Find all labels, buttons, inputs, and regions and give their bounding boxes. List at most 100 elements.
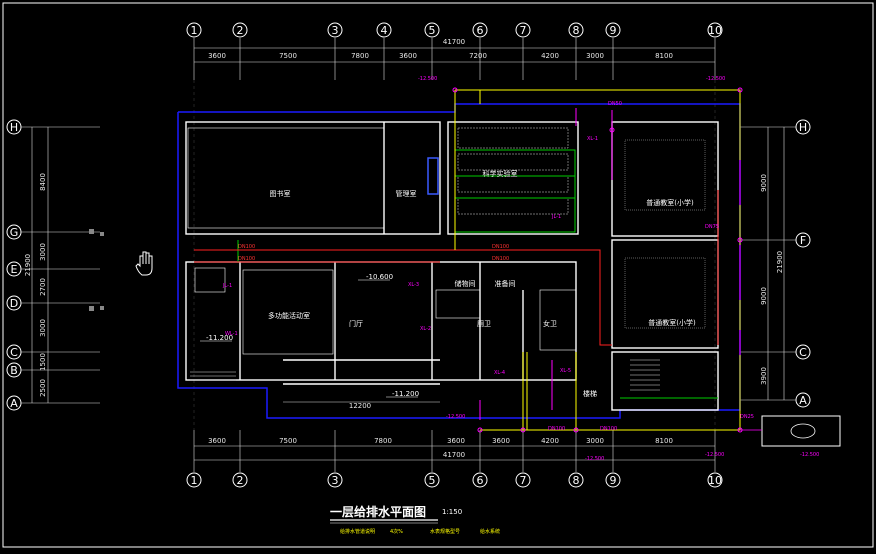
- svg-text:XL-3: XL-3: [408, 282, 419, 288]
- svg-text:-12.500: -12.500: [585, 456, 604, 462]
- svg-text:-12.500: -12.500: [800, 452, 819, 458]
- svg-text:3000: 3000: [39, 319, 47, 337]
- axis-bubble-top-4: 4: [376, 22, 392, 38]
- axis-bubble-bottom-8: 8: [568, 472, 584, 488]
- stairs: [190, 359, 660, 391]
- svg-text:2: 2: [237, 474, 244, 487]
- svg-text:4200: 4200: [541, 52, 559, 60]
- svg-text:D: D: [10, 297, 18, 310]
- svg-text:JL-1: JL-1: [222, 283, 232, 289]
- building-outline: [177, 103, 741, 419]
- axis-bubble-bottom-6: 6: [472, 472, 488, 488]
- left-dimension-texts: 8400 3000 2700 3000 1500 2500 21900: [24, 173, 47, 397]
- svg-text:A: A: [10, 397, 18, 410]
- room-labels: 图书室 管理室 科学实验室 普通教室(小学) 普通教室(小学) 多功能活动室 门…: [268, 169, 696, 398]
- water-supply-pipes: [454, 89, 741, 431]
- svg-text:9: 9: [610, 24, 617, 37]
- svg-text:-12.500: -12.500: [418, 76, 437, 82]
- svg-text:9000: 9000: [760, 287, 768, 305]
- svg-text:3600: 3600: [208, 52, 226, 60]
- svg-text:G: G: [10, 226, 19, 239]
- bottom-total-dimension: 41700: [443, 451, 465, 459]
- riser-markers: [452, 87, 743, 433]
- svg-text:10: 10: [708, 474, 722, 487]
- svg-text:-11.200: -11.200: [392, 390, 419, 398]
- axis-bubble-top-1: 1: [186, 22, 202, 38]
- svg-text:3000: 3000: [586, 437, 604, 445]
- septic-tank: [740, 415, 841, 447]
- svg-text:8100: 8100: [655, 52, 673, 60]
- room-prep: 准备间: [495, 279, 516, 288]
- svg-text:DN100: DN100: [238, 244, 255, 250]
- elevation-marks: -10.600 -11.200 -11.200: [200, 273, 419, 398]
- room-female-wc: 女卫: [543, 319, 557, 328]
- svg-text:-12.500: -12.500: [446, 414, 465, 420]
- bottom-axis-bubbles: 1 2 3 5 6 7 8 9 10: [186, 472, 723, 488]
- svg-text:DN50: DN50: [608, 101, 622, 107]
- bottom-dimension-chain: [193, 430, 716, 472]
- svg-text:7500: 7500: [279, 437, 297, 445]
- svg-text:DN100: DN100: [492, 244, 509, 250]
- svg-text:8400: 8400: [39, 173, 47, 191]
- svg-text:水表规格型号: 水表规格型号: [430, 528, 460, 535]
- svg-text:C: C: [10, 346, 18, 359]
- svg-text:DN100: DN100: [548, 426, 565, 432]
- pan-hand-icon[interactable]: [135, 251, 153, 276]
- room-classroom-mid: 普通教室(小学): [648, 318, 696, 327]
- svg-text:DN100: DN100: [238, 256, 255, 262]
- svg-text:7: 7: [520, 474, 527, 487]
- svg-text:3900: 3900: [760, 367, 768, 385]
- room-storage: 储物间: [455, 279, 476, 288]
- right-axis-bubbles: H F C A: [795, 119, 811, 408]
- svg-text:H: H: [799, 121, 807, 134]
- svg-text:5: 5: [429, 24, 436, 37]
- axis-bubble-bottom-5: 5: [424, 472, 440, 488]
- svg-text:7800: 7800: [374, 437, 392, 445]
- svg-text:B: B: [10, 364, 18, 377]
- svg-text:E: E: [11, 263, 18, 276]
- svg-text:F: F: [800, 234, 806, 247]
- drawing-scale: 1:150: [442, 508, 462, 516]
- right-dimension-chain: [740, 126, 796, 401]
- svg-text:8100: 8100: [655, 437, 673, 445]
- drain-pipes: [194, 190, 719, 346]
- svg-text:DN75: DN75: [705, 224, 719, 230]
- svg-text:给排水管道说明: 给排水管道说明: [340, 528, 375, 535]
- left-markers: [89, 229, 104, 311]
- svg-text:XL-4: XL-4: [494, 370, 505, 376]
- left-axis-bubbles: H G E D C B A: [6, 119, 22, 411]
- svg-text:21900: 21900: [776, 251, 784, 273]
- svg-text:H: H: [10, 121, 18, 134]
- walls: [185, 121, 719, 411]
- room-office: 管理室: [396, 189, 417, 198]
- top-dimension-chain: [193, 38, 716, 80]
- svg-text:DN25: DN25: [740, 414, 754, 420]
- right-dimension-texts: 9000 9000 3900 21900: [760, 174, 784, 385]
- svg-text:8: 8: [573, 24, 580, 37]
- svg-text:7800: 7800: [351, 52, 369, 60]
- left-dimension-chain: [21, 126, 100, 404]
- svg-text:XL-1: XL-1: [587, 136, 598, 142]
- svg-text:7200: 7200: [469, 52, 487, 60]
- svg-text:3: 3: [332, 474, 339, 487]
- svg-text:3600: 3600: [447, 437, 465, 445]
- svg-text:给水系统: 给水系统: [480, 528, 500, 535]
- svg-text:C: C: [799, 346, 807, 359]
- svg-text:4次%: 4次%: [390, 528, 403, 535]
- top-axis-bubbles: 1 2 3 4 5 6 7 8 9 10: [186, 22, 723, 38]
- axis-bubble-top-10: 10: [707, 22, 723, 38]
- axis-bubble-bottom-1: 1: [186, 472, 202, 488]
- svg-text:3000: 3000: [39, 243, 47, 261]
- svg-text:-12.500: -12.500: [705, 452, 724, 458]
- inner-length-dimension: 12200: [349, 402, 371, 410]
- svg-text:8: 8: [573, 474, 580, 487]
- axis-bubble-top-5: 5: [424, 22, 440, 38]
- axis-bubble-top-8: 8: [568, 22, 584, 38]
- title-block: 一层给排水平面图 1:150 给排水管道说明 4次% 水表规格型号 给水系统: [330, 504, 500, 535]
- svg-text:2500: 2500: [39, 379, 47, 397]
- svg-text:21900: 21900: [24, 254, 32, 276]
- classroom-desks-top: [624, 139, 706, 329]
